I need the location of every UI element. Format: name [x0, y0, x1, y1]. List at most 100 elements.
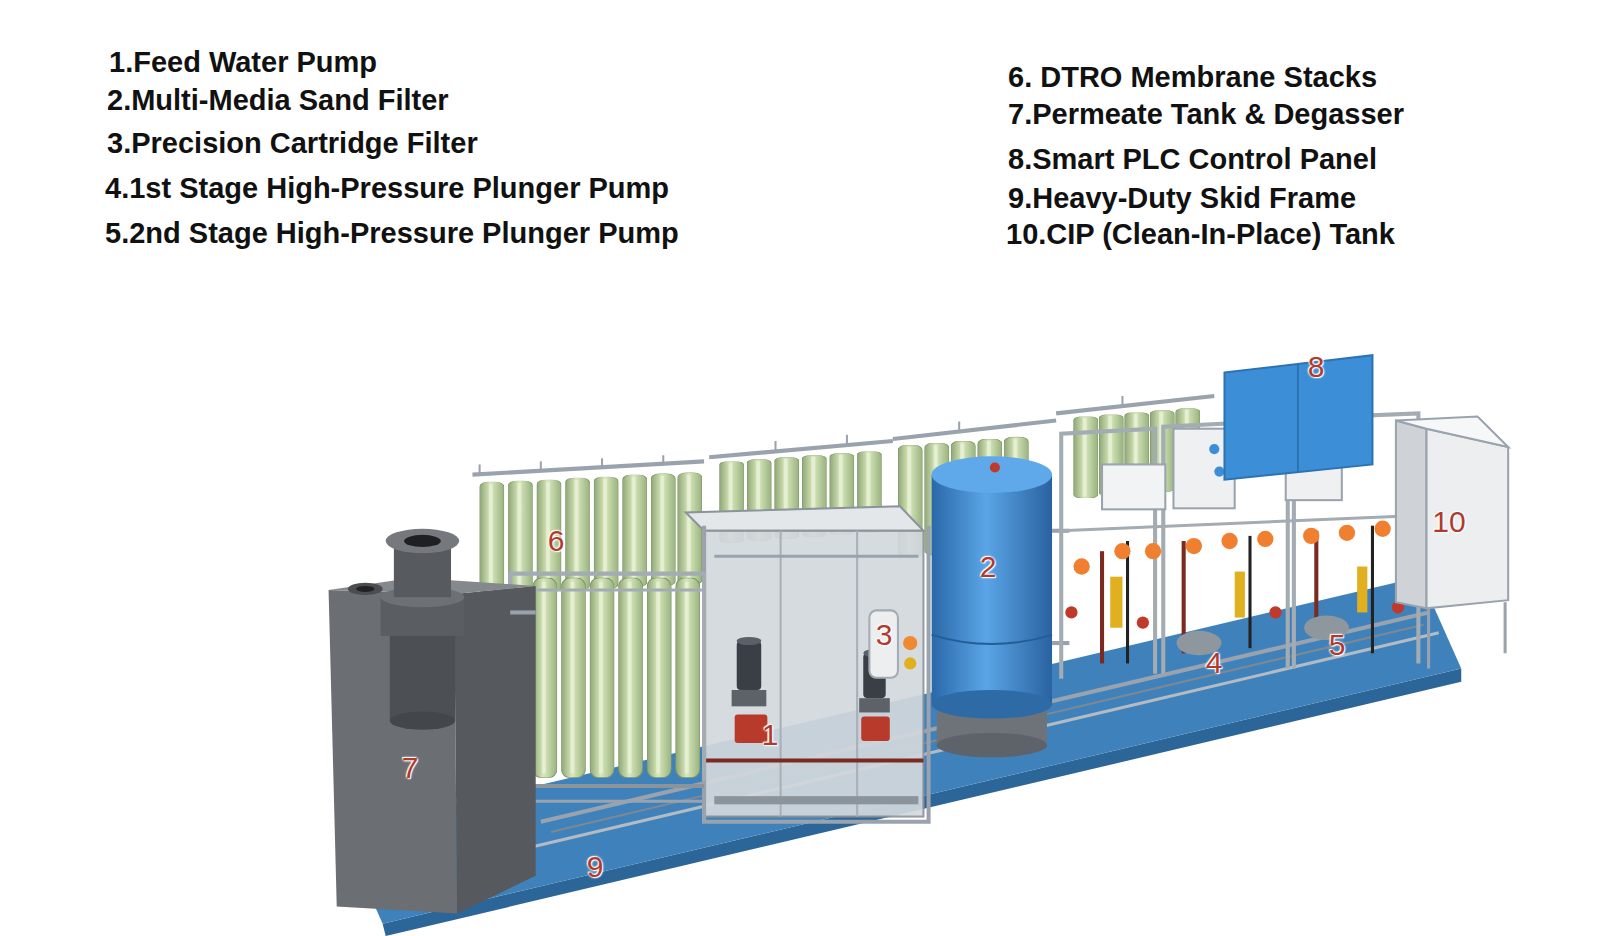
part-key-item: 6. DTRO Membrane Stacks — [1008, 61, 1377, 94]
cartridge-filter-part — [869, 610, 898, 677]
buffer-tank-box-part — [856, 531, 858, 817]
sand-filter-part — [932, 690, 1052, 719]
permeate-tank-part — [356, 586, 374, 592]
callout-number: 3 — [873, 619, 896, 651]
membrane-stack-part — [479, 464, 481, 474]
high-pressure-pump-frame-part — [1339, 525, 1355, 541]
part-key-item: 8.Smart PLC Control Panel — [1008, 143, 1377, 176]
permeate-tank-part — [329, 590, 458, 914]
high-pressure-pump-frame-part — [1114, 543, 1130, 559]
feed-pump-part — [737, 641, 761, 690]
high-pressure-pump-frame-part — [1145, 543, 1161, 559]
sand-filter — [932, 456, 1070, 757]
cip-tank — [1396, 416, 1508, 668]
membrane-stack-part — [510, 784, 704, 788]
high-pressure-pump-frame-part — [1248, 536, 1251, 648]
buffer-tank-box-part — [780, 531, 782, 817]
permeate-tank-part — [454, 586, 536, 914]
permeate-tank-part — [390, 711, 455, 729]
membrane-stack-part — [480, 482, 504, 594]
part-key-item: 5.2nd Stage High-Pressure Plunger Pump — [105, 217, 679, 250]
high-pressure-pump-frame-part — [1257, 531, 1273, 547]
membrane-stack-part — [561, 578, 585, 778]
buffer-tank-box-part — [704, 531, 923, 817]
high-pressure-pump-frame-part — [1065, 606, 1077, 618]
permeate-tank — [329, 529, 536, 914]
feed-pump-part — [737, 637, 761, 645]
part-key-item: 1.Feed Water Pump — [109, 46, 377, 79]
part-key-item: 10.CIP (Clean-In-Place) Tank — [1006, 218, 1395, 251]
permeate-tank-part — [404, 535, 441, 547]
membrane-stack-part — [958, 422, 960, 432]
feed-pump-part — [859, 698, 890, 712]
callout-number: 1 — [759, 719, 782, 751]
sand-filter-part — [932, 635, 1052, 644]
part-key-item: 4.1st Stage High-Pressure Plunger Pump — [105, 172, 669, 205]
sand-filter-part — [932, 456, 1052, 493]
feed-pump-part — [732, 690, 767, 706]
high-pressure-pump-frame-part — [1137, 617, 1149, 629]
high-pressure-pump-frame-part — [1303, 528, 1319, 544]
high-pressure-pump-frame-part — [1209, 444, 1219, 454]
membrane-stack-part — [676, 578, 700, 778]
callout-number: 5 — [1326, 629, 1349, 661]
cartridge-filter-part — [903, 636, 917, 650]
membrane-stack-part — [846, 435, 848, 445]
membrane-stack-part — [774, 441, 776, 451]
callout-number: 8 — [1305, 351, 1328, 383]
membrane-stack-part — [540, 461, 542, 471]
buffer-tank-box — [686, 506, 929, 821]
callout-number: 9 — [584, 851, 607, 883]
membrane-stack-part — [590, 578, 614, 778]
membrane-stack-part — [1121, 396, 1123, 406]
high-pressure-pump-frame-part — [1100, 551, 1104, 663]
cip-tank-part — [1396, 421, 1427, 609]
membrane-stack-part — [647, 578, 671, 778]
high-pressure-pump-frame-part — [1073, 558, 1089, 574]
callout-number: 7 — [399, 752, 422, 784]
callout-number: 10 — [1429, 506, 1468, 538]
permeate-tank-part — [390, 633, 455, 721]
membrane-stack-part — [1073, 416, 1097, 498]
plc-control-panel-part — [1297, 364, 1299, 471]
cip-tank-part — [1427, 429, 1509, 609]
membrane-stack-part — [651, 474, 675, 586]
permeate-tank-part — [348, 583, 383, 595]
membrane-stack-part — [472, 461, 704, 474]
cip-tank-part — [1504, 602, 1507, 653]
high-pressure-pump-frame-part — [1357, 566, 1367, 612]
permeate-tank-part — [510, 610, 536, 614]
sand-filter-part — [932, 475, 1052, 705]
membrane-stack-part — [510, 574, 704, 781]
plc-control-panel — [1224, 355, 1372, 480]
cartridge-filter — [869, 610, 917, 677]
sand-filter-part — [937, 733, 1047, 757]
high-pressure-pump-frame-part — [1374, 521, 1390, 537]
membrane-stack-part — [601, 458, 603, 468]
part-key-item: 9.Heavy-Duty Skid Frame — [1008, 182, 1356, 215]
high-pressure-pump-frame-part — [1110, 577, 1122, 628]
high-pressure-pump-frame-part — [1061, 515, 1418, 530]
membrane-stack-part — [510, 588, 704, 591]
callout-number: 2 — [977, 551, 1000, 583]
buffer-tank-box-part — [686, 506, 924, 530]
membrane-stack-part — [678, 473, 702, 585]
high-pressure-pump-frame-part — [1235, 572, 1245, 618]
callout-number: 4 — [1203, 647, 1226, 679]
membrane-stack — [510, 574, 704, 802]
high-pressure-pump-frame-part — [1269, 606, 1281, 618]
high-pressure-pump-frame-part — [1221, 533, 1237, 549]
cartridge-filter-part — [904, 657, 916, 669]
part-key-item: 2.Multi-Media Sand Filter — [107, 84, 449, 117]
high-pressure-pump-frame-part — [1371, 526, 1374, 654]
cip-tank-part — [1396, 416, 1508, 447]
buffer-tank-box-part — [714, 555, 918, 558]
permeate-tank-part — [386, 529, 459, 553]
membrane-stack-part — [618, 578, 642, 778]
high-pressure-pump-frame-part — [1126, 541, 1129, 663]
membrane-stack-part — [662, 455, 664, 465]
sand-filter-part — [990, 462, 1000, 472]
high-pressure-pump-frame-part — [1102, 464, 1165, 509]
feed-pump-part — [704, 758, 923, 762]
